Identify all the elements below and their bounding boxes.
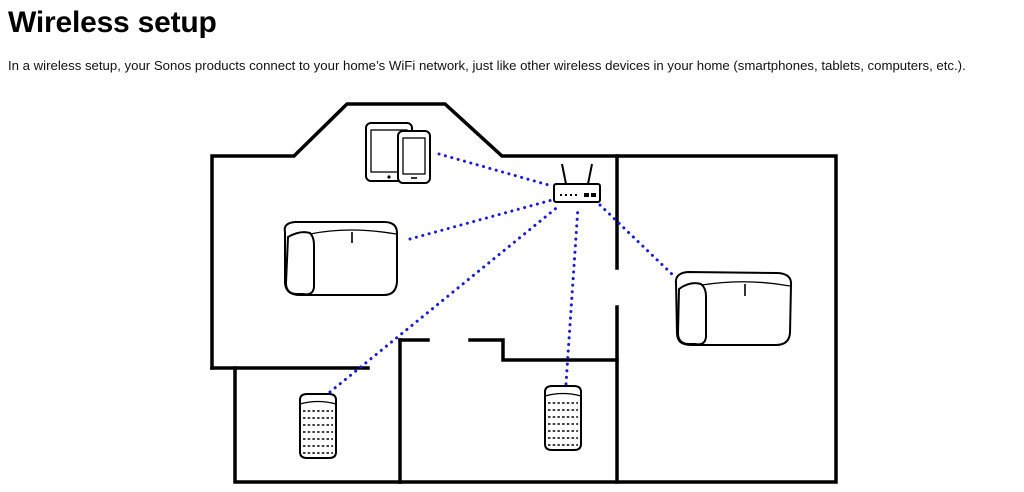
signal-to-large-speaker-right — [598, 203, 678, 280]
signal-to-small-speaker-right — [564, 205, 580, 386]
intro-text: In a wireless setup, your Sonos products… — [8, 58, 966, 73]
speaker-large-icon-right — [674, 271, 793, 346]
page-title: Wireless setup — [8, 6, 217, 39]
outer-wall — [210, 102, 838, 484]
left-room-walls — [233, 366, 402, 484]
smartphone-icon — [397, 130, 431, 184]
speaker-large-icon-left — [283, 221, 398, 296]
hallway-top-right — [468, 338, 619, 362]
signal-to-large-speaker-left — [408, 198, 554, 241]
router-icon — [553, 163, 601, 203]
speaker-small-icon-right — [544, 385, 582, 451]
house-floorplan — [210, 102, 838, 484]
wifi-signals — [328, 152, 678, 394]
speaker-small-icon-left — [299, 393, 337, 459]
signal-to-devices — [437, 152, 554, 188]
